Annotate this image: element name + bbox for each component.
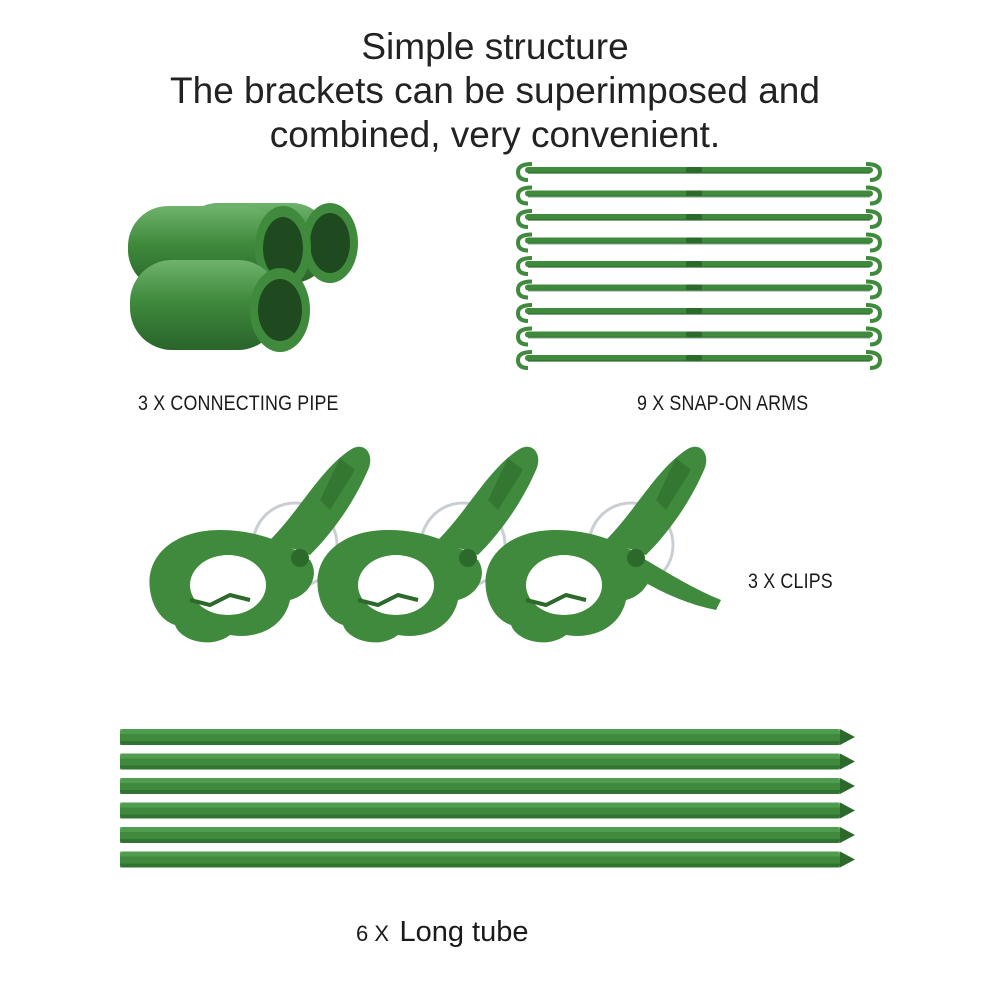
long-tube (120, 729, 855, 745)
clip (485, 446, 721, 643)
snap-on-arm (515, 350, 883, 370)
long-tube (120, 802, 855, 819)
heading-line-2: The brackets can be superimposed and (170, 70, 820, 111)
connecting-pipe-label: 3 X CONNECTING PIPE (138, 392, 339, 415)
snap-on-arm (515, 185, 883, 206)
clip (317, 446, 539, 643)
snap-on-arms-label: 9 X SNAP-ON ARMS (637, 392, 809, 415)
snap-on-arm (515, 303, 883, 323)
clip (149, 446, 371, 643)
snap-on-arm (515, 232, 883, 253)
clips-label: 3 X CLIPS (748, 570, 833, 593)
long-tube (120, 778, 855, 794)
heading-line-1: Simple structure (361, 26, 629, 67)
long-tube (120, 827, 855, 843)
pipe-bottom (130, 260, 310, 352)
snap-on-arm (515, 162, 883, 182)
long-tube (120, 851, 855, 868)
long-tube (120, 753, 855, 770)
heading-line-3: combined, very convenient. (269, 114, 721, 155)
snap-on-arm (515, 256, 883, 276)
long-tube-count: 6 X (356, 921, 390, 946)
long-tube-name: Long tube (399, 916, 529, 948)
long-tube-label: 6 X Long tube (356, 916, 529, 949)
snap-on-arm (515, 279, 883, 300)
snap-on-arm (515, 326, 883, 347)
snap-on-arm (515, 209, 883, 229)
